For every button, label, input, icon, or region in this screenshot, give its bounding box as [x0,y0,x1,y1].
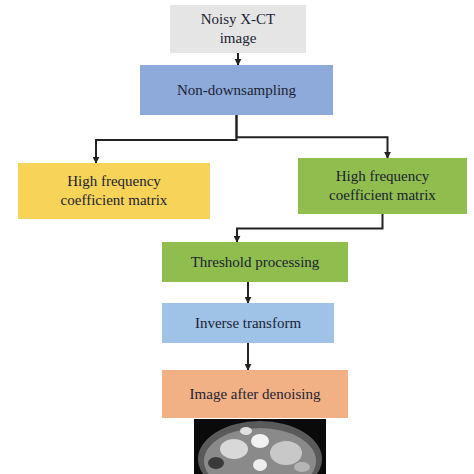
coefficient-box: High frequency coefficient matrix [18,163,210,219]
node-label: Noisy X-CT image [188,10,288,48]
flow-arrow [237,214,383,242]
node-label: Image after denoising [190,385,321,404]
flow-arrow [247,282,249,303]
node-label: High frequency coefficient matrix [316,167,449,205]
process-box: Non-downsampling [140,65,333,115]
output-box: Image after denoising [162,370,348,418]
input-box: Noisy X-CT image [170,5,306,53]
node-label: Non-downsampling [177,81,296,100]
flow-arrow [247,343,249,370]
flow-arrow [237,115,388,158]
node-label: Inverse transform [195,314,301,333]
node-label: High frequency coefficient matrix [36,172,192,210]
node-label: Threshold processing [191,253,320,272]
process-box: Threshold processing [162,242,348,282]
flow-arrow [237,53,239,65]
flow-arrow [96,115,237,163]
process-box: Inverse transform [162,303,334,343]
ct-scan-image [194,419,326,474]
coefficient-box: High frequency coefficient matrix [298,158,467,214]
